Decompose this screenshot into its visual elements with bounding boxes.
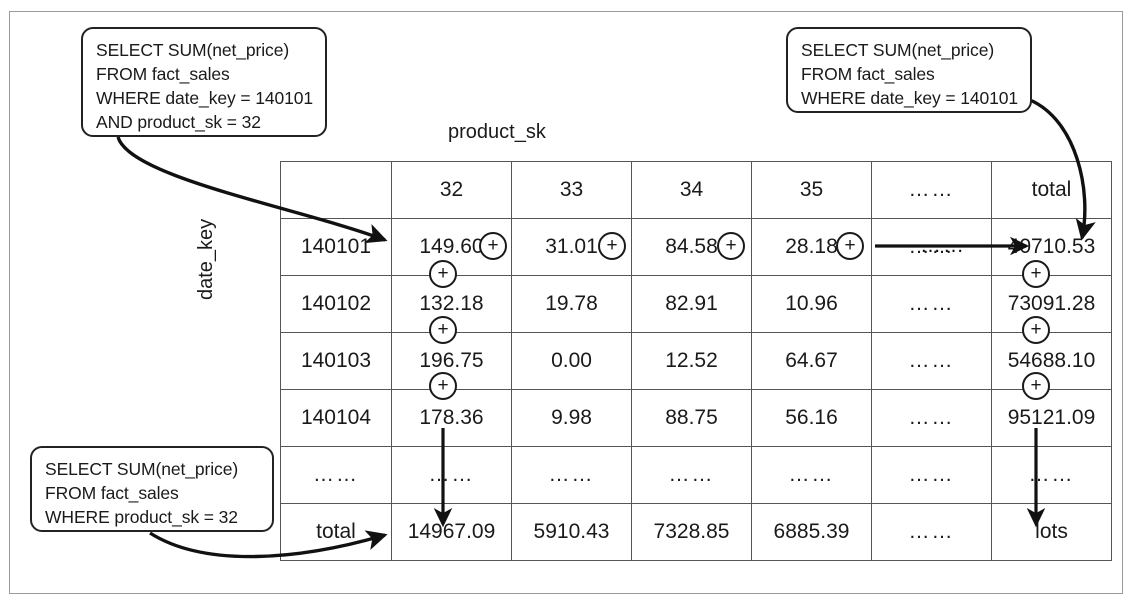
matrix-cell: …… xyxy=(871,275,992,333)
matrix-cell: 12.52 xyxy=(631,332,752,390)
plus-icon-total-r2-r3: + xyxy=(1022,316,1050,344)
callout-cell-line-3: WHERE date_key = 140101 xyxy=(96,88,314,108)
callout-row-line-2: FROM fact_sales xyxy=(801,64,935,84)
plus-icon-total-r3-r4: + xyxy=(1022,372,1050,400)
row-header-total: total xyxy=(280,503,392,561)
plus-icon-col32-r3-r4: + xyxy=(429,372,457,400)
matrix-cell: 10.96 xyxy=(751,275,872,333)
matrix-cell: …… xyxy=(871,446,992,504)
matrix-cell: 19.78 xyxy=(511,275,632,333)
matrix-cell: 9.98 xyxy=(511,389,632,447)
callout-row-query: SELECT SUM(net_price) FROM fact_sales WH… xyxy=(786,27,1032,113)
callout-row-line-3: WHERE date_key = 140101 xyxy=(801,88,1019,108)
matrix-cell: 73091.28 xyxy=(991,275,1112,333)
plus-icon-col32-r1-r2: + xyxy=(429,260,457,288)
plus-icon-32-33: + xyxy=(479,232,507,260)
column-header-33: 33 xyxy=(511,161,632,219)
callout-cell-line-1: SELECT SUM(net_price) xyxy=(96,40,290,60)
plus-icon-34-35: + xyxy=(717,232,745,260)
matrix-cell: …… xyxy=(751,446,872,504)
plus-icon-total-r1-r2: + xyxy=(1022,260,1050,288)
row-axis-title: date_key xyxy=(195,218,217,300)
matrix-cell: 54688.10 xyxy=(991,332,1112,390)
matrix-row: …………………………………… xyxy=(280,446,1112,504)
matrix-cell: 64.67 xyxy=(751,332,872,390)
callout-row-line-1: SELECT SUM(net_price) xyxy=(801,40,995,60)
matrix-cell: 28.18 xyxy=(751,218,872,276)
callout-cell-line-4: AND product_sk = 32 xyxy=(96,112,261,132)
matrix-cell: …… xyxy=(871,218,992,276)
matrix-cell: 14967.09 xyxy=(391,503,512,561)
matrix-corner-cell xyxy=(280,161,392,219)
matrix-cell: 40710.53 xyxy=(991,218,1112,276)
matrix-cell: 88.75 xyxy=(631,389,752,447)
figure-outer-frame xyxy=(9,11,1123,594)
column-header-ellipsis: …… xyxy=(871,161,992,219)
column-axis-title: product_sk xyxy=(448,121,546,143)
row-header-140102: 140102 xyxy=(280,275,392,333)
row-header-140101: 140101 xyxy=(280,218,392,276)
matrix-cell: …… xyxy=(391,446,512,504)
callout-cell-line-2: FROM fact_sales xyxy=(96,64,230,84)
callout-column-query: SELECT SUM(net_price) FROM fact_sales WH… xyxy=(30,446,274,532)
matrix-cell: 0.00 xyxy=(511,332,632,390)
matrix-cell: …… xyxy=(871,332,992,390)
column-header-35: 35 xyxy=(751,161,872,219)
matrix-cell: 5910.43 xyxy=(511,503,632,561)
plus-icon-33-34: + xyxy=(598,232,626,260)
matrix-cell: 82.91 xyxy=(631,275,752,333)
callout-col-line-1: SELECT SUM(net_price) xyxy=(45,459,239,479)
row-header-140104: 140104 xyxy=(280,389,392,447)
matrix-cell: …… xyxy=(871,389,992,447)
matrix-cell: 56.16 xyxy=(751,389,872,447)
column-header-32: 32 xyxy=(391,161,512,219)
row-header-ellipsis: …… xyxy=(280,446,392,504)
row-header-140103: 140103 xyxy=(280,332,392,390)
matrix-cell: 6885.39 xyxy=(751,503,872,561)
matrix-cell: 178.36 xyxy=(391,389,512,447)
plus-icon-35-dots: + xyxy=(836,232,864,260)
matrix-cell: …… xyxy=(631,446,752,504)
callout-col-line-3: WHERE product_sk = 32 xyxy=(45,507,238,527)
matrix-cell: …… xyxy=(871,503,992,561)
matrix-cell: …… xyxy=(511,446,632,504)
column-header-total: total xyxy=(991,161,1112,219)
matrix-cell: 7328.85 xyxy=(631,503,752,561)
matrix-cell: lots xyxy=(991,503,1112,561)
callout-cell-query: SELECT SUM(net_price) FROM fact_sales WH… xyxy=(81,27,327,137)
callout-col-line-2: FROM fact_sales xyxy=(45,483,179,503)
matrix-cell: 95121.09 xyxy=(991,389,1112,447)
plus-icon-col32-r2-r3: + xyxy=(429,316,457,344)
column-header-34: 34 xyxy=(631,161,752,219)
matrix-cell: …… xyxy=(991,446,1112,504)
